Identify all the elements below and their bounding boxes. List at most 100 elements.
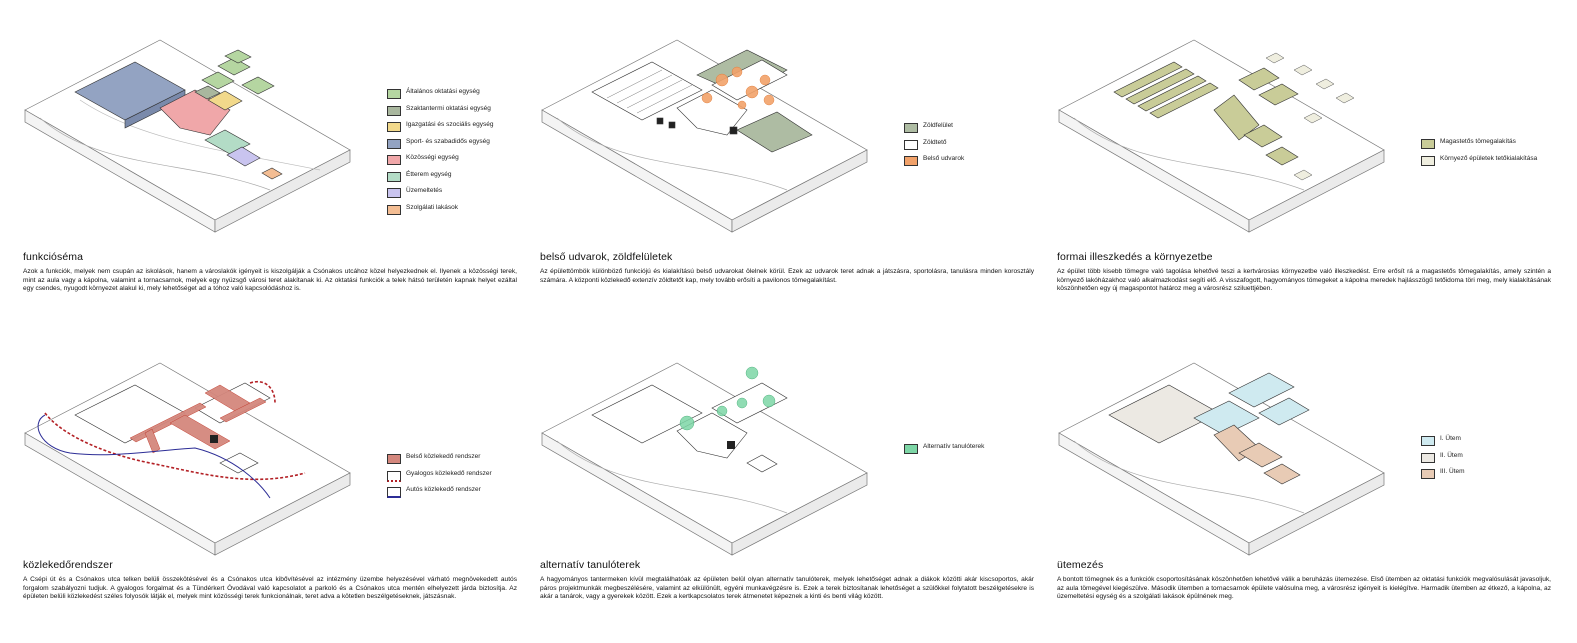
legend-label: I. Ütem	[1440, 435, 1461, 442]
pitched-roof-1	[1113, 61, 1183, 98]
general-edu-block-3	[241, 76, 275, 95]
panel-description: Azok a funkciók, melyek nem csupán az is…	[23, 268, 517, 293]
axonometric-courtyards-diagram	[541, 39, 868, 233]
panel-courtyards: Zöldfelület Zöldtető Belső udvarok belső…	[537, 0, 1037, 320]
phase1-edu-2	[1258, 397, 1310, 426]
panel-description: Az épülettömbök különböző funkciójú és k…	[540, 268, 1034, 284]
pitched-roof-7	[1243, 124, 1283, 148]
axonometric-circulation-diagram	[24, 362, 351, 556]
dark-pattern-3	[729, 126, 738, 135]
gym-block	[591, 61, 703, 121]
legend-swatch	[387, 454, 401, 464]
panel-heading: közlekedőrendszer	[23, 559, 113, 571]
legend-swatch	[1421, 139, 1435, 149]
legend-swatch	[387, 470, 401, 482]
legend-swatch	[904, 139, 918, 150]
legend-label: Szaktantermi oktatási egység	[406, 104, 491, 112]
legend-label: III. Ütem	[1440, 468, 1465, 475]
special-edu-block	[194, 85, 221, 100]
legend-swatch	[387, 487, 401, 498]
panel-circulation: Belső közlekedő rendszer Gyalogos közlek…	[20, 323, 520, 643]
legend-label: II. Ütem	[1440, 451, 1463, 459]
legend-swatch	[904, 444, 918, 454]
surrounding-house-6	[1293, 169, 1313, 181]
panel-description: A bontott tömegnek és a funkciók csoport…	[1057, 576, 1551, 601]
surrounding-house-3	[1315, 78, 1335, 90]
legend-swatch	[387, 188, 401, 198]
general-edu-block-4	[224, 49, 252, 64]
operation-block	[226, 146, 261, 167]
panel-function-diagram: Általános oktatási egység Szaktantermi o…	[20, 0, 520, 320]
legend-label: Sport- és szabadidős egység	[406, 137, 490, 145]
legend-label: Magastetős tömegalakítás	[1440, 138, 1516, 145]
legend-swatch	[387, 171, 401, 182]
courtyard-markers	[701, 66, 775, 110]
panel-description: A Csépi út és a Csónakos utca telken bel…	[23, 576, 517, 601]
chapel-roof	[1213, 94, 1260, 141]
pitched-roof-3	[1137, 75, 1207, 112]
legend-swatch	[387, 89, 401, 99]
pitched-roof-6	[1258, 83, 1299, 106]
legend-swatch	[387, 138, 401, 149]
legend-label: Étterem egység	[406, 170, 452, 178]
legend-label: Belső közlekedő rendszer	[406, 453, 481, 460]
housing-block	[261, 167, 283, 180]
legend-label: Szolgálati lakások	[406, 203, 459, 211]
panel-description: Az épület több kisebb tömegre való tagol…	[1057, 268, 1551, 293]
axonometric-alt-learning-diagram	[541, 362, 868, 556]
surrounding-house-1	[1265, 52, 1285, 64]
dark-pattern-2	[668, 121, 676, 129]
phase3-operation	[1263, 463, 1301, 485]
pitched-roof-2	[1125, 68, 1195, 105]
surrounding-house-4	[1335, 92, 1355, 104]
legend-label: Gyalogos közlekedő rendszer	[406, 469, 492, 477]
panel-heading: belső udvarok, zöldfelületek	[540, 251, 673, 263]
legend-swatch	[1421, 155, 1435, 166]
panel-heading: formai illeszkedés a környezetbe	[1057, 251, 1213, 263]
general-edu-block-1	[201, 71, 235, 90]
legend-label: Környező épületek tetőkialakítása	[1440, 154, 1538, 162]
admin-block	[207, 90, 243, 111]
car-route	[37, 414, 271, 499]
pitched-roof-5	[1238, 67, 1280, 91]
legend-label: Általános oktatási egység	[406, 88, 480, 95]
legend-swatch	[387, 155, 401, 165]
pitched-roof-8	[1265, 146, 1299, 166]
panel-description: A hagyományos tantermeken kívül megtalál…	[540, 576, 1034, 601]
legend-swatch	[387, 105, 401, 116]
panel-form-context: Magastetős tömegalakítás Környező épület…	[1054, 0, 1554, 320]
pitched-roof-4	[1149, 82, 1219, 119]
alt-learning-spaces	[679, 366, 776, 431]
legend-swatch	[1421, 452, 1435, 463]
surrounding-house-2	[1293, 64, 1313, 76]
panel-phasing: I. Ütem II. Ütem III. Ütem ütemezés A bo…	[1054, 323, 1554, 643]
panel-alt-learning: Alternatív tanulóterek alternatív tanuló…	[537, 323, 1037, 643]
axonometric-function-diagram	[24, 39, 351, 233]
legend-label: Zöldtető	[923, 138, 947, 146]
panel-heading: alternatív tanulóterek	[540, 559, 641, 571]
panel-heading: ütemezés	[1057, 559, 1104, 571]
legend-label: Üzemeltetés	[406, 187, 443, 194]
general-edu-block-2	[217, 57, 251, 76]
axonometric-form-diagram	[1058, 39, 1385, 233]
green-area-south	[736, 111, 813, 153]
legend-swatch	[1421, 469, 1435, 479]
legend-swatch	[904, 156, 918, 166]
legend-swatch	[1421, 436, 1435, 446]
legend-label: Autós közlekedő rendszer	[406, 486, 481, 493]
legend-label: Belső udvarok	[923, 155, 965, 162]
legend-swatch	[904, 123, 918, 133]
legend-label: Igazgatási és szociális egység	[406, 121, 494, 128]
phase1-aula	[1193, 400, 1260, 436]
dining-block	[204, 129, 251, 155]
dark-pattern-1	[656, 117, 664, 125]
legend-label: Zöldfelület	[923, 122, 953, 129]
phase3-dining	[1238, 442, 1283, 468]
phase1-edu-1	[1228, 372, 1295, 408]
axonometric-phasing-diagram	[1058, 362, 1385, 556]
legend-swatch	[387, 122, 401, 132]
legend-label: Alternatív tanulóterek	[923, 443, 985, 450]
legend-swatch	[387, 204, 401, 215]
pedestrian-route	[44, 381, 306, 481]
legend-label: Közösségi egység	[406, 154, 459, 161]
